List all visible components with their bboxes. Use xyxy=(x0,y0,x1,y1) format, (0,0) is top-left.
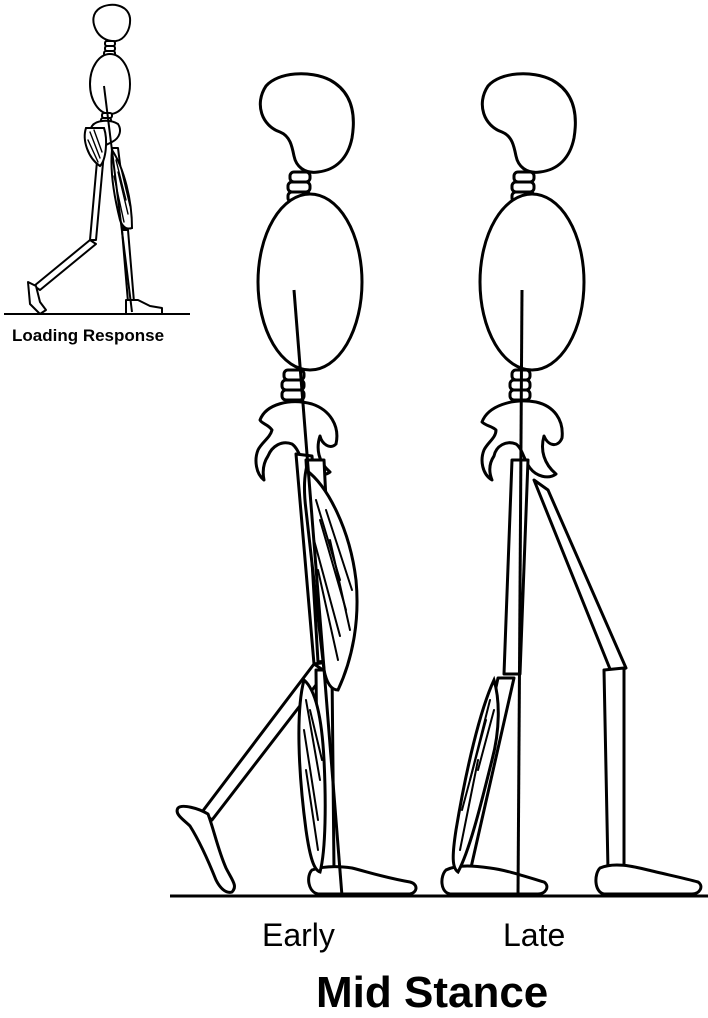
trailing-foot-early xyxy=(177,806,234,892)
late-midstance-figure xyxy=(442,74,701,896)
head-small xyxy=(93,5,130,41)
head-early xyxy=(260,74,353,173)
late-label: Late xyxy=(503,917,565,954)
trunk-early xyxy=(258,194,362,370)
trunk-late xyxy=(480,194,584,370)
stance-foot-early xyxy=(309,867,416,894)
front-foot-late xyxy=(596,865,701,894)
loading-response-figure xyxy=(4,5,190,314)
early-label: Early xyxy=(262,917,335,954)
front-shank-late xyxy=(604,668,624,870)
mid-stance-title: Mid Stance xyxy=(316,968,548,1018)
front-thigh-late xyxy=(534,480,626,674)
loading-response-label: Loading Response xyxy=(12,326,164,346)
head-late xyxy=(482,74,575,173)
early-midstance-figure xyxy=(177,74,416,896)
trailing-shank-small xyxy=(34,240,96,290)
stance-thigh-late xyxy=(504,460,528,674)
trunk-small xyxy=(90,54,130,114)
